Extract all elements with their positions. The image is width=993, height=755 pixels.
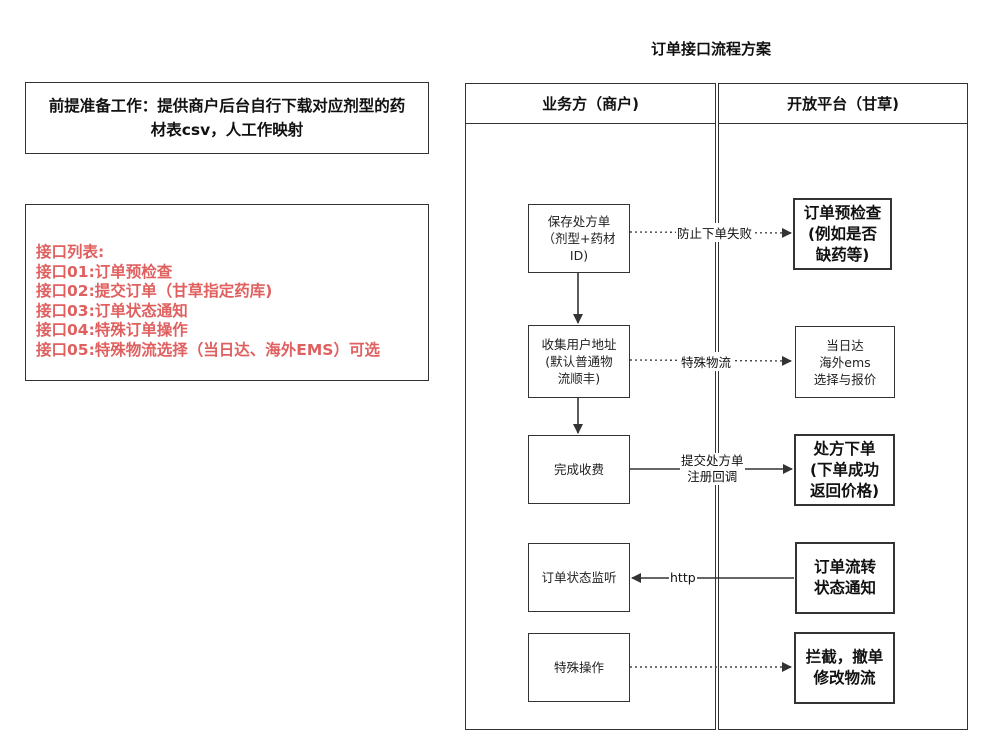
- node-place-prescription-order-line: 返回价格): [809, 481, 880, 500]
- node-order-precheck-line: 订单预检查: [803, 203, 882, 222]
- api-list-heading: 接口列表:: [36, 243, 105, 261]
- node-intercept-cancel-line: 拦截，撤单: [805, 648, 884, 666]
- node-order-status-monitor-label: 订单状态监听: [541, 570, 617, 585]
- platform-lane-title: 开放平台（甘草): [787, 95, 899, 113]
- prerequisite-line-2: 材表csv，人工作映射: [150, 121, 304, 139]
- node-collect-address-line: (默认普通物: [545, 354, 613, 369]
- node-order-precheck-line: (例如是否: [807, 224, 878, 243]
- api-list-item: 接口02:提交订单（甘草指定药库): [36, 282, 273, 300]
- node-order-precheck: 订单预检查 (例如是否 缺药等): [793, 198, 892, 270]
- node-order-status-monitor: 订单状态监听: [528, 543, 630, 612]
- node-order-precheck-line: 缺药等): [815, 245, 870, 264]
- prerequisite-line-1: 前提准备工作：提供商户后台自行下载对应剂型的药: [48, 97, 406, 115]
- node-same-day-delivery-line: 选择与报价: [813, 371, 877, 387]
- node-same-day-delivery-line: 海外ems: [819, 354, 871, 370]
- api-list-item: 接口05:特殊物流选择（当日达、海外EMS）可选: [36, 340, 380, 359]
- prerequisite-box: 前提准备工作：提供商户后台自行下载对应剂型的药 材表csv，人工作映射: [25, 82, 429, 154]
- node-save-prescription-line: ID): [569, 248, 589, 263]
- node-special-operation-label: 特殊操作: [553, 660, 604, 675]
- merchant-lane-header: 业务方（商户): [465, 83, 716, 124]
- platform-lane: [718, 83, 968, 730]
- node-same-day-delivery: 当日达 海外ems 选择与报价: [795, 326, 895, 398]
- node-intercept-cancel: 拦截，撤单 修改物流: [794, 632, 895, 704]
- node-place-prescription-order: 处方下单 (下单成功 返回价格): [794, 434, 895, 506]
- node-order-status-notify: 订单流转 状态通知: [795, 542, 895, 614]
- node-finish-payment: 完成收费: [528, 435, 630, 504]
- node-place-prescription-order-line: 处方下单: [813, 439, 876, 458]
- edge-label-prevent-fail: 防止下单失败: [676, 223, 754, 242]
- node-collect-address: 收集用户地址 (默认普通物 流顺丰): [528, 325, 630, 398]
- api-list-item: 接口03:订单状态通知: [36, 301, 188, 320]
- merchant-lane-title: 业务方（商户): [542, 95, 639, 113]
- node-order-status-notify-line: 状态通知: [813, 579, 876, 597]
- edge-label-special-logistics: 特殊物流: [680, 352, 733, 371]
- edge-label-http: http: [669, 570, 697, 585]
- edge-label-submit-rx-line-1: 提交处方单: [681, 453, 744, 468]
- edge-label-submit-rx-line-2: 注册回调: [687, 469, 738, 484]
- api-list-item: 接口04:特殊订单操作: [36, 321, 188, 339]
- node-order-status-notify-line: 订单流转: [813, 558, 876, 576]
- node-collect-address-line: 流顺丰): [557, 371, 601, 386]
- node-same-day-delivery-line: 当日达: [826, 337, 864, 353]
- node-intercept-cancel-line: 修改物流: [813, 669, 876, 687]
- node-collect-address-line: 收集用户地址: [541, 337, 617, 352]
- platform-lane-header: 开放平台（甘草): [718, 83, 968, 124]
- api-list-item: 接口01:订单预检查: [36, 262, 173, 281]
- node-save-prescription: 保存处方单 （剂型+药材 ID): [528, 204, 630, 273]
- node-save-prescription-line: （剂型+药材: [542, 231, 616, 246]
- edge-label-submit-rx: 提交处方单 注册回调: [680, 453, 745, 485]
- diagram-title: 订单接口流程方案: [651, 40, 772, 58]
- merchant-lane: [465, 83, 716, 730]
- api-list-box: 接口列表: 接口01:订单预检查 接口02:提交订单（甘草指定药库) 接口03:…: [25, 204, 429, 381]
- node-place-prescription-order-line: (下单成功: [809, 460, 880, 479]
- node-finish-payment-label: 完成收费: [553, 462, 604, 477]
- node-special-operation: 特殊操作: [528, 633, 630, 702]
- node-save-prescription-line: 保存处方单: [547, 214, 611, 229]
